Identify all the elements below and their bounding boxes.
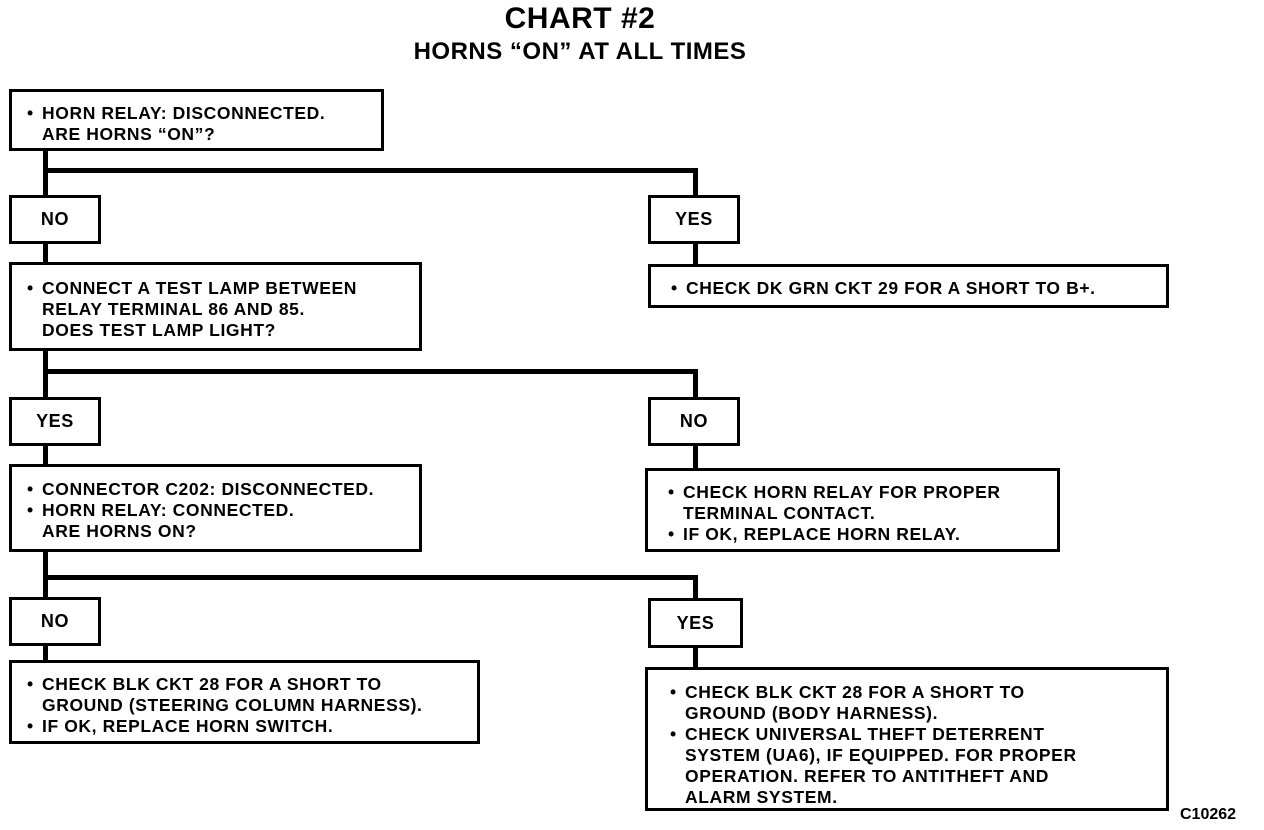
answer-yes-label: YES <box>648 598 743 648</box>
list-item: • IF OK, REPLACE HORN RELAY. <box>668 524 1057 545</box>
connector-line <box>43 644 48 662</box>
list-item: DOES TEST LAMP LIGHT? <box>27 320 419 341</box>
bullet: • <box>671 278 678 298</box>
connector-line <box>693 369 698 399</box>
bullet: • <box>670 724 677 744</box>
step-connector-c202-disconnected: • CONNECTOR C202: DISCONNECTED. • HORN REL… <box>9 464 422 552</box>
list-item: ARE HORNS ON? <box>27 521 419 542</box>
list-item: GROUND (STEERING COLUMN HARNESS). <box>27 695 477 716</box>
connector-line <box>43 349 48 399</box>
list-item: • HORN RELAY: CONNECTED. <box>27 500 419 521</box>
step-text: SYSTEM (UA6), IF EQUIPPED. FOR PROPER <box>685 745 1077 765</box>
list-item: • HORN RELAY: DISCONNECTED. <box>27 103 381 124</box>
answer-no-label: NO <box>648 397 740 446</box>
action-check-blk-ckt-28-body: • CHECK BLK CKT 28 FOR A SHORT TO GROUND … <box>645 667 1169 811</box>
bullet: • <box>27 479 34 499</box>
bullet <box>670 745 685 766</box>
list-item: ARE HORNS “ON”? <box>27 124 381 145</box>
connector-line <box>43 150 48 197</box>
step-text: CONNECT A TEST LAMP BETWEEN <box>42 278 357 298</box>
list-item: • CHECK UNIVERSAL THEFT DETERRENT <box>670 724 1166 745</box>
list-item: TERMINAL CONTACT. <box>668 503 1057 524</box>
bullet: • <box>668 482 675 502</box>
connector-line <box>693 646 698 669</box>
step-text: HORN RELAY: DISCONNECTED. <box>42 103 326 123</box>
connector-line <box>693 168 698 197</box>
list-item: RELAY TERMINAL 86 AND 85. <box>27 299 419 320</box>
bullet: • <box>27 716 34 736</box>
answer-yes-label: YES <box>648 195 740 244</box>
step-text: IF OK, REPLACE HORN SWITCH. <box>42 716 334 736</box>
bullet <box>27 320 42 341</box>
step-text: GROUND (BODY HARNESS). <box>685 703 939 723</box>
list-item: • IF OK, REPLACE HORN SWITCH. <box>27 716 477 737</box>
step-text: OPERATION. REFER TO ANTITHEFT AND <box>685 766 1049 786</box>
action-check-horn-relay: • CHECK HORN RELAY FOR PROPER TERMINAL CO… <box>645 468 1060 552</box>
list-item: • CHECK BLK CKT 28 FOR A SHORT TO <box>670 682 1166 703</box>
step-text: DOES TEST LAMP LIGHT? <box>42 320 276 340</box>
bullet <box>27 299 42 320</box>
step-text: CHECK HORN RELAY FOR PROPER <box>683 482 1001 502</box>
connector-line <box>43 444 48 466</box>
list-item: • CONNECTOR C202: DISCONNECTED. <box>27 479 419 500</box>
step-text: CONNECTOR C202: DISCONNECTED. <box>42 479 375 499</box>
list-item: GROUND (BODY HARNESS). <box>670 703 1166 724</box>
connector-line <box>693 242 698 266</box>
list-item: • CHECK HORN RELAY FOR PROPER <box>668 482 1057 503</box>
list-item: OPERATION. REFER TO ANTITHEFT AND <box>670 766 1166 787</box>
step-text: GROUND (STEERING COLUMN HARNESS). <box>42 695 423 715</box>
list-item: • CONNECT A TEST LAMP BETWEEN <box>27 278 419 299</box>
step-text: HORN RELAY: CONNECTED. <box>42 500 295 520</box>
list-item: • CHECK BLK CKT 28 FOR A SHORT TO <box>27 674 477 695</box>
step-text: ARE HORNS “ON”? <box>42 124 216 144</box>
step-text: CHECK BLK CKT 28 FOR A SHORT TO <box>685 682 1025 702</box>
action-check-blk-ckt-28-steering: • CHECK BLK CKT 28 FOR A SHORT TO GROUND … <box>9 660 480 744</box>
list-item: • CHECK DK GRN CKT 29 FOR A SHORT TO B+. <box>671 278 1166 299</box>
bullet: • <box>27 278 34 298</box>
answer-no-label: NO <box>9 195 101 244</box>
answer-no-label: NO <box>9 597 101 646</box>
bullet <box>668 503 683 524</box>
bullet <box>670 787 685 808</box>
answer-yes-label: YES <box>9 397 101 446</box>
figure-id: C10262 <box>1180 806 1237 823</box>
bullet: • <box>670 682 677 702</box>
connector-line <box>43 575 698 580</box>
step-text: ALARM SYSTEM. <box>685 787 838 807</box>
bullet <box>670 766 685 787</box>
step-text: ARE HORNS ON? <box>42 521 197 541</box>
step-connect-test-lamp: • CONNECT A TEST LAMP BETWEEN RELAY TERMI… <box>9 262 422 351</box>
list-item: SYSTEM (UA6), IF EQUIPPED. FOR PROPER <box>670 745 1166 766</box>
bullet <box>27 521 42 542</box>
step-text: CHECK BLK CKT 28 FOR A SHORT TO <box>42 674 382 694</box>
bullet: • <box>668 524 675 544</box>
step-text: RELAY TERMINAL 86 AND 85. <box>42 299 305 319</box>
connector-line <box>43 369 698 374</box>
chart-subtitle: HORNS “ON” AT ALL TIMES <box>413 38 747 65</box>
connector-line <box>693 575 698 600</box>
step-horn-relay-disconnected: • HORN RELAY: DISCONNECTED. ARE HORNS “ON… <box>9 89 384 151</box>
step-text: CHECK UNIVERSAL THEFT DETERRENT <box>685 724 1045 744</box>
connector-line <box>43 242 48 264</box>
step-text: TERMINAL CONTACT. <box>683 503 876 523</box>
bullet: • <box>27 500 34 520</box>
connector-line <box>693 444 698 470</box>
bullet <box>670 703 685 724</box>
step-text: IF OK, REPLACE HORN RELAY. <box>683 524 961 544</box>
bullet: • <box>27 103 34 123</box>
step-text: CHECK DK GRN CKT 29 FOR A SHORT TO B+. <box>686 278 1096 298</box>
bullet <box>27 695 42 716</box>
chart-title: CHART #2 <box>504 2 656 35</box>
action-check-dk-grn-ckt-29: • CHECK DK GRN CKT 29 FOR A SHORT TO B+. <box>648 264 1169 308</box>
connector-line <box>43 168 698 173</box>
bullet: • <box>27 674 34 694</box>
bullet <box>27 124 42 145</box>
list-item: ALARM SYSTEM. <box>670 787 1166 808</box>
